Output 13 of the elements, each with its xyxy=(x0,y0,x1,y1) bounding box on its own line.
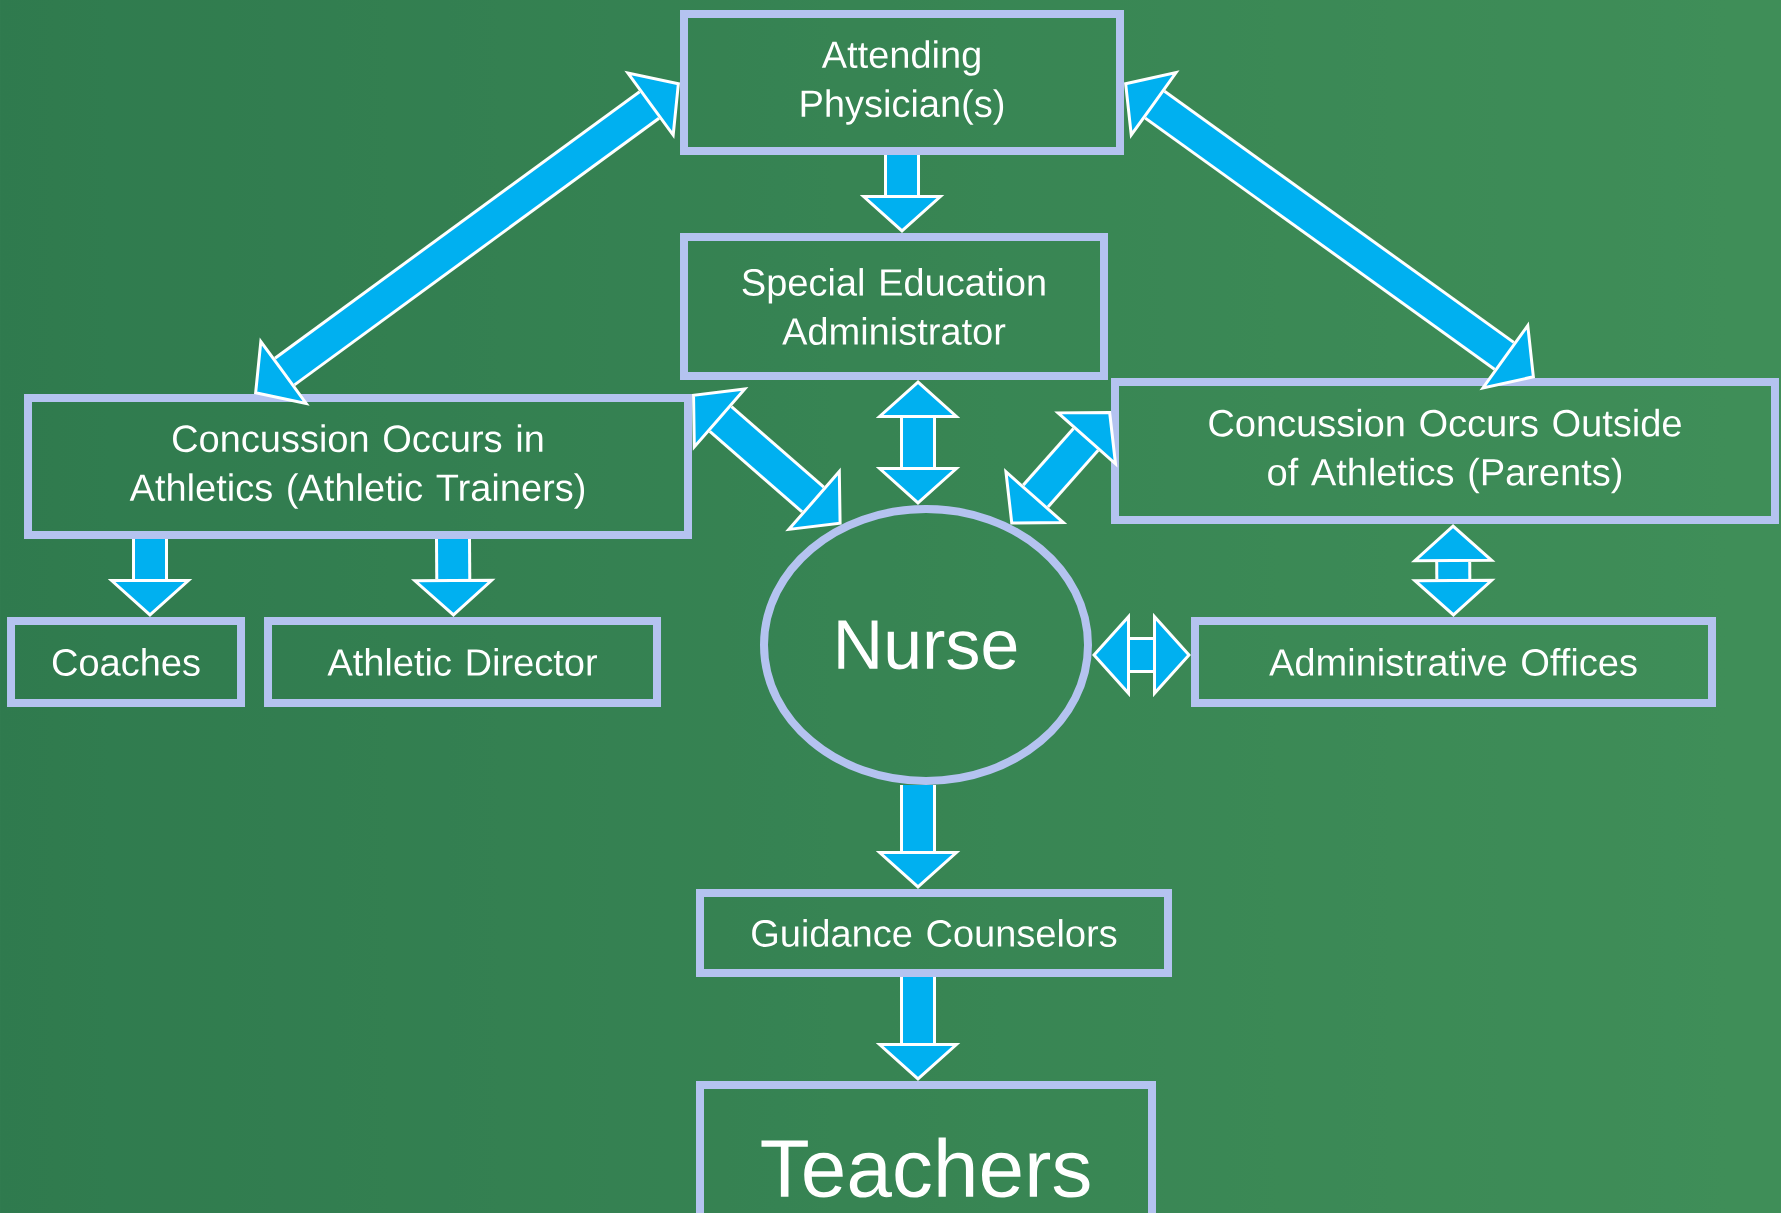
block-arrow xyxy=(1410,524,1496,617)
block-arrow xyxy=(875,380,961,505)
process-box: Guidance Counselors xyxy=(696,889,1172,977)
block-arrow xyxy=(254,70,680,406)
process-box: Athletic Director xyxy=(264,617,661,707)
process-box: Coaches xyxy=(7,617,245,707)
process-box: Special Education Administrator xyxy=(680,233,1108,380)
process-box: Concussion Occurs Outside of Athletics (Parents) xyxy=(1111,378,1779,524)
process-box: Concussion Occurs in Athletics (Athletic Trainers) xyxy=(24,394,692,539)
process-box: Teachers xyxy=(696,1081,1156,1213)
block-arrow xyxy=(1092,612,1191,698)
process-box: Administrative Offices xyxy=(1191,617,1716,707)
process-box: Attending Physician(s) xyxy=(680,10,1124,155)
